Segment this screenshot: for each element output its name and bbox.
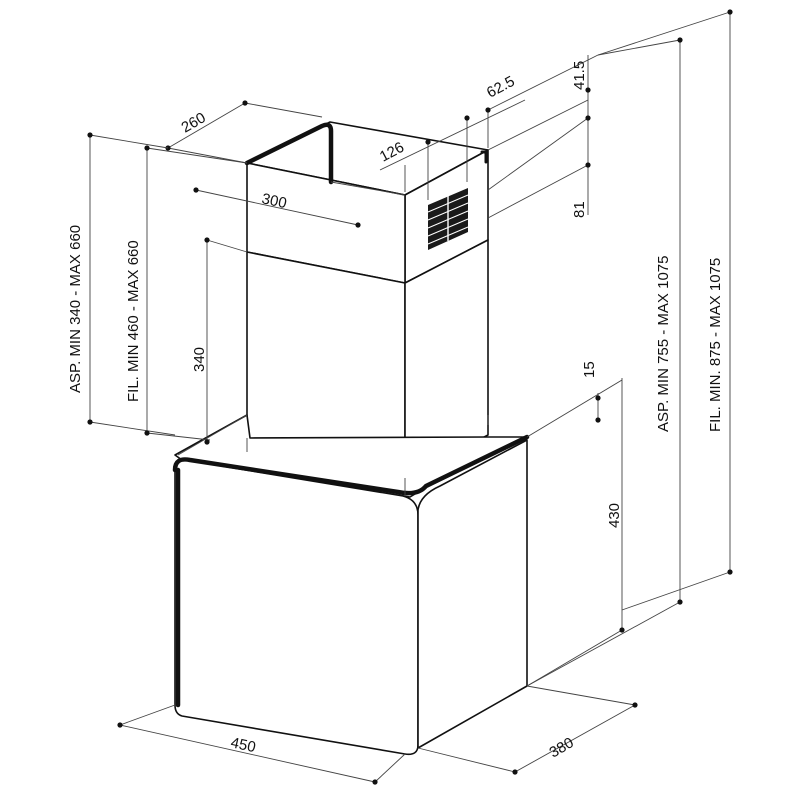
dim-15-430: 15 430 [526,361,625,687]
dim-41-5-81: 41.5 81 [487,55,591,219]
canopy-back-rim [177,414,248,456]
dim-260-label: 260 [179,109,209,136]
dim-41-5-label: 41.5 [571,61,588,90]
dim-left-verticals: ASP. MIN 340 - MAX 660 FIL. MIN 460 - MA… [67,132,248,441]
asp-short-label: ASP. MIN 340 - MAX 660 [67,225,84,393]
dim-430-label: 430 [606,503,623,528]
fil-short-label: FIL. MIN 460 - MAX 660 [125,240,142,402]
fil-long-label: FIL. MIN. 875 - MAX 1075 [707,258,724,432]
dim-450: 450 [117,704,406,785]
canopy-rim [172,434,530,496]
dim-300-label: 300 [260,190,288,212]
dim-right-verticals: ASP. MIN 755 - MAX 1075 FIL. MIN. 875 - … [526,9,733,687]
dim-450-label: 450 [229,734,257,756]
chimney-back-edge [330,181,406,196]
vent-slots [427,188,469,250]
dim-380-label: 380 [547,734,577,761]
canopy-right-face [417,439,528,749]
lower-chimney-right [404,239,489,479]
chimney-fix-mark [480,150,488,164]
dim-81-label: 81 [571,201,588,218]
chimney-back-bracket [244,122,334,185]
dim-340-label: 340 [191,347,208,372]
chimney-inner-line [246,438,406,495]
asp-long-label: ASP. MIN 755 - MAX 1075 [655,256,672,432]
hood-body [172,121,530,756]
dim-15-label: 15 [581,361,598,378]
dim-300: 300 [193,187,361,228]
dim-340: 340 [191,237,248,445]
canopy-front-face [174,459,419,756]
